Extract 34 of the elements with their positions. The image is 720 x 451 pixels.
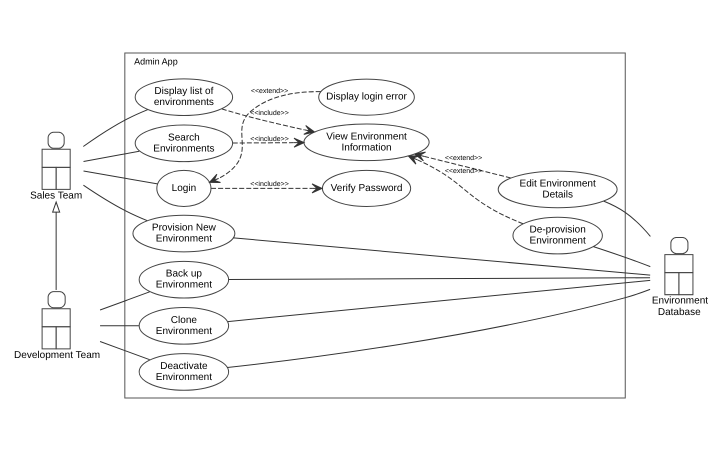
arrow <box>52 200 60 290</box>
node-ellipse: Display list of environments <box>134 78 234 116</box>
connector <box>227 288 650 368</box>
node-ellipse: Verify Password <box>322 170 412 207</box>
connector <box>100 325 139 326</box>
connector <box>593 246 650 268</box>
connector <box>83 170 158 184</box>
arrow <box>222 108 316 135</box>
arrow <box>208 91 321 183</box>
node-ellipse: Deactivate Environment <box>138 353 230 391</box>
connector <box>83 150 140 162</box>
node-ellipse: Display login error <box>318 78 415 116</box>
arrow <box>232 138 305 148</box>
node-ellipse: De-provision Environment <box>512 216 603 254</box>
node-ellipse: Login <box>156 170 212 207</box>
node-ellipse: Edit Environment Details <box>498 170 618 208</box>
connector <box>100 341 150 360</box>
connector <box>233 237 650 276</box>
node-ellipse: Clone Environment <box>138 306 230 345</box>
node-label: Development Team <box>14 350 100 361</box>
arrow <box>408 155 524 224</box>
connector <box>228 280 650 322</box>
arrow <box>414 152 511 178</box>
node-ellipse: Provision New Environment <box>132 214 236 252</box>
node-ellipse: Search Environments <box>134 124 234 162</box>
node-label: Sales Team <box>30 190 82 202</box>
connector <box>604 200 651 237</box>
connector <box>83 184 148 222</box>
node-label: Environment Database <box>652 296 708 318</box>
node-ellipse: Back up Environment <box>138 260 230 298</box>
connector <box>100 291 150 310</box>
arrow <box>211 183 323 194</box>
connector <box>83 109 148 147</box>
connector <box>228 277 650 280</box>
